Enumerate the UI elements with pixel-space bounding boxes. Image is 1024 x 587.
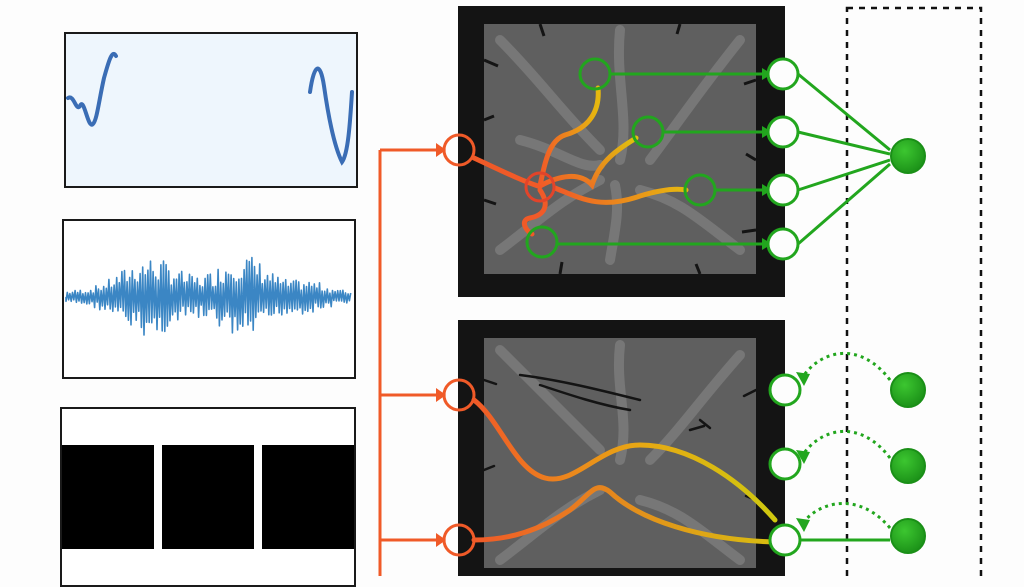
top-chamber-edge-cracks — [483, 23, 757, 275]
pulse-blocks-panel — [60, 407, 356, 587]
top-junction-node — [524, 171, 556, 203]
output-region-dashed-box — [845, 6, 983, 576]
feedback-arrow-icon-3 — [796, 518, 810, 532]
bottom-input-node-2 — [442, 523, 476, 557]
internal-node-1 — [578, 57, 612, 91]
hub-links — [797, 72, 891, 542]
waveform-left-trace — [66, 52, 118, 127]
top-input-node — [442, 133, 476, 167]
hub-node-main — [890, 138, 926, 174]
feedback-arrow-icon-2 — [796, 450, 810, 464]
top-output-node-1 — [766, 57, 800, 91]
feedback-arrow-icon-1 — [796, 372, 810, 386]
waveform-plot — [66, 52, 354, 166]
internal-node-2 — [631, 115, 665, 149]
feedback-source-node-2 — [890, 448, 926, 484]
bottom-output-node-2 — [768, 447, 802, 481]
input-nodes — [442, 133, 556, 557]
audio-signal-plot — [65, 256, 352, 336]
input-bus-arrowheads — [436, 143, 446, 547]
internal-node-4 — [525, 225, 559, 259]
top-output-node-4 — [766, 227, 800, 261]
top-output-node-2 — [766, 115, 800, 149]
bottom-chamber-cracks — [482, 373, 758, 502]
pulse-block-1 — [62, 445, 154, 549]
internal-green-nodes — [525, 57, 717, 259]
bottom-chamber-paths — [471, 397, 778, 545]
pulse-block-3 — [262, 445, 354, 549]
bottom-input-node-1 — [442, 378, 476, 412]
feedback-source-node-3 — [890, 518, 926, 554]
hub-nodes — [890, 138, 926, 554]
waveform-right-trace — [308, 66, 354, 166]
top-output-node-3 — [766, 173, 800, 207]
internal-node-3 — [683, 173, 717, 207]
input-bus — [378, 148, 436, 576]
pulse-block-2 — [162, 445, 254, 549]
top-chamber-output-links — [558, 72, 764, 246]
audio-signal-panel — [62, 219, 356, 379]
feedback-arrows — [800, 352, 892, 529]
audio-signal-trace — [65, 256, 352, 336]
feedback-arrowheads — [796, 372, 810, 532]
output-nodes — [766, 57, 802, 557]
feedback-source-node-1 — [890, 372, 926, 408]
waveform-panel — [64, 32, 358, 188]
top-chamber-paths — [471, 85, 689, 237]
bottom-output-node-3 — [768, 523, 802, 557]
top-chamber — [458, 6, 785, 297]
bottom-output-node-1 — [768, 373, 802, 407]
top-chamber-texture — [495, 25, 745, 265]
